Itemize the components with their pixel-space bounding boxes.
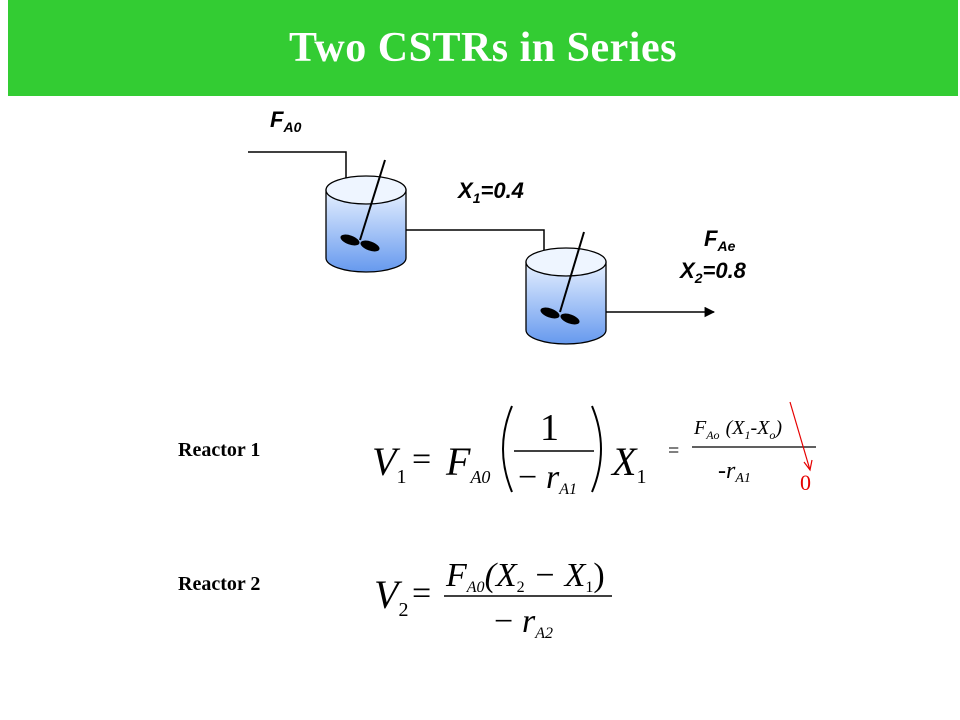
zero-annotation-label: 0 bbox=[800, 470, 811, 495]
reactor-2-label: Reactor 2 bbox=[178, 573, 260, 595]
svg-text:=: = bbox=[412, 575, 431, 612]
svg-text:FA0: FA0 bbox=[445, 439, 490, 487]
reactor-2-equation: V2 = FA0(X2 − X1) − rA2 bbox=[374, 557, 612, 642]
title-banner: Two CSTRs in Series bbox=[8, 0, 958, 96]
reactor-1-equation: V1 = FA0 1 − rA1 X1 bbox=[372, 405, 646, 498]
svg-text:−: − bbox=[494, 603, 513, 640]
svg-text:X1: X1 bbox=[610, 439, 646, 488]
reactor-2-tank bbox=[525, 247, 607, 345]
svg-text:1: 1 bbox=[540, 407, 559, 449]
reactor-1-agitator bbox=[340, 159, 386, 252]
x1-conversion-label: X1=0.4 bbox=[456, 178, 524, 206]
svg-text:FA0(X2 − X1): FA0(X2 − X1) bbox=[445, 557, 605, 596]
svg-text:=: = bbox=[668, 440, 679, 462]
svg-text:V2: V2 bbox=[374, 572, 408, 621]
zero-annotation-arrow bbox=[789, 401, 811, 471]
svg-text:rA1: rA1 bbox=[546, 459, 577, 498]
svg-text:=: = bbox=[412, 441, 431, 478]
svg-text:V1: V1 bbox=[372, 439, 406, 488]
svg-text:rA2: rA2 bbox=[522, 603, 553, 642]
reactor-1-alt-equation: = FAo(X1-Xo) -rA1 0 bbox=[668, 401, 816, 495]
svg-text:-rA1: -rA1 bbox=[718, 458, 751, 486]
svg-text:FAo(X1-Xo): FAo(X1-Xo) bbox=[693, 417, 782, 442]
x2-conversion-label: X2=0.8 bbox=[678, 258, 747, 286]
reactor-1-label: Reactor 1 bbox=[178, 439, 260, 461]
page-title: Two CSTRs in Series bbox=[289, 25, 677, 71]
reactor-1-tank bbox=[325, 175, 407, 273]
exit-flow-label: FAe bbox=[704, 226, 736, 254]
feed-flow-label: FA0 bbox=[270, 107, 302, 135]
reactor-2-agitator bbox=[540, 231, 585, 325]
connecting-pipe bbox=[406, 229, 550, 270]
svg-text:−: − bbox=[518, 459, 537, 496]
